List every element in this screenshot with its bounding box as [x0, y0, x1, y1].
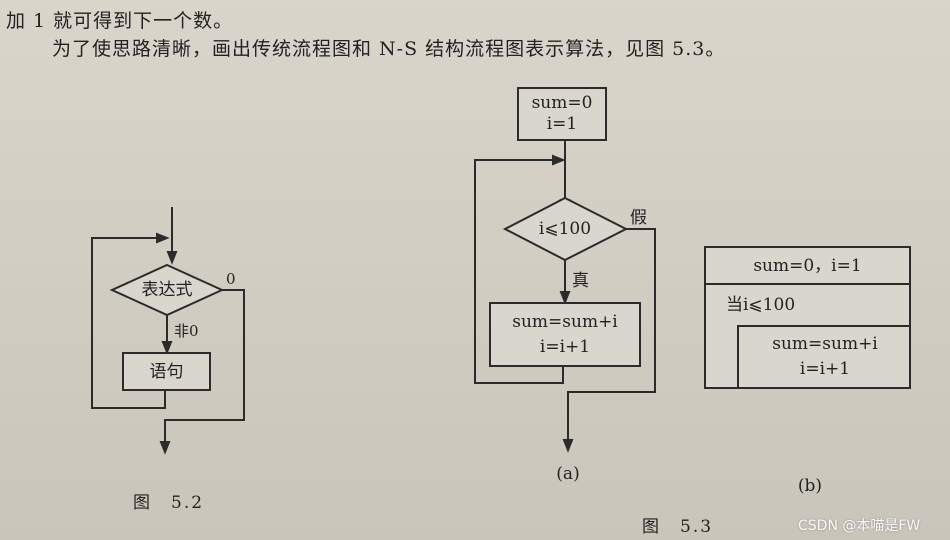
text-line-2: 为了使思路清晰，画出传统流程图和 N-S 结构流程图表示算法，见图 5.3。	[52, 38, 726, 60]
csdn-watermark: CSDN @本喵是FW	[798, 518, 921, 534]
fig53a-body-box	[489, 302, 641, 367]
figure-5-2-lines	[91, 207, 245, 455]
fig53a-false-label: 假	[630, 208, 647, 228]
fig53b-init-label: sum=0，i=1	[753, 256, 862, 276]
fig53b-body-line-2: i=i+1	[799, 359, 851, 379]
fig52-statement-label: 语句	[149, 362, 184, 382]
fig52-caption: 图 5.2	[133, 493, 205, 513]
figure-5-3a-lines	[474, 87, 656, 453]
figure-5-3b-lines	[704, 246, 911, 389]
fig53a-init-line-1: sum=0	[531, 93, 593, 113]
fig53a-body-line-1: sum=sum+i	[512, 312, 618, 332]
fig53a-sub-caption: (a)	[556, 464, 580, 484]
fig53a-true-label: 真	[572, 271, 589, 291]
fig53a-body-line-2: i=i+1	[539, 337, 591, 357]
fig52-nonzero-label: 非0	[174, 322, 199, 340]
fig53a-condition-label: i⩽100	[538, 219, 592, 239]
fig53a-init-box	[517, 87, 607, 141]
fig53a-init-line-2: i=1	[546, 114, 578, 134]
fig53-caption: 图 5.3	[642, 517, 714, 537]
fig53b-loop-label: 当i⩽100	[726, 295, 796, 315]
fig52-decision-label: 表达式	[141, 280, 193, 300]
fig52-statement-box	[122, 352, 211, 391]
fig52-zero-label: 0	[226, 270, 236, 288]
text-line-1: 加 1 就可得到下一个数。	[6, 10, 234, 32]
fig53b-sub-caption: (b)	[797, 476, 823, 496]
fig53b-body-line-1: sum=sum+i	[772, 334, 878, 354]
fig53b-outer-box	[704, 246, 911, 389]
